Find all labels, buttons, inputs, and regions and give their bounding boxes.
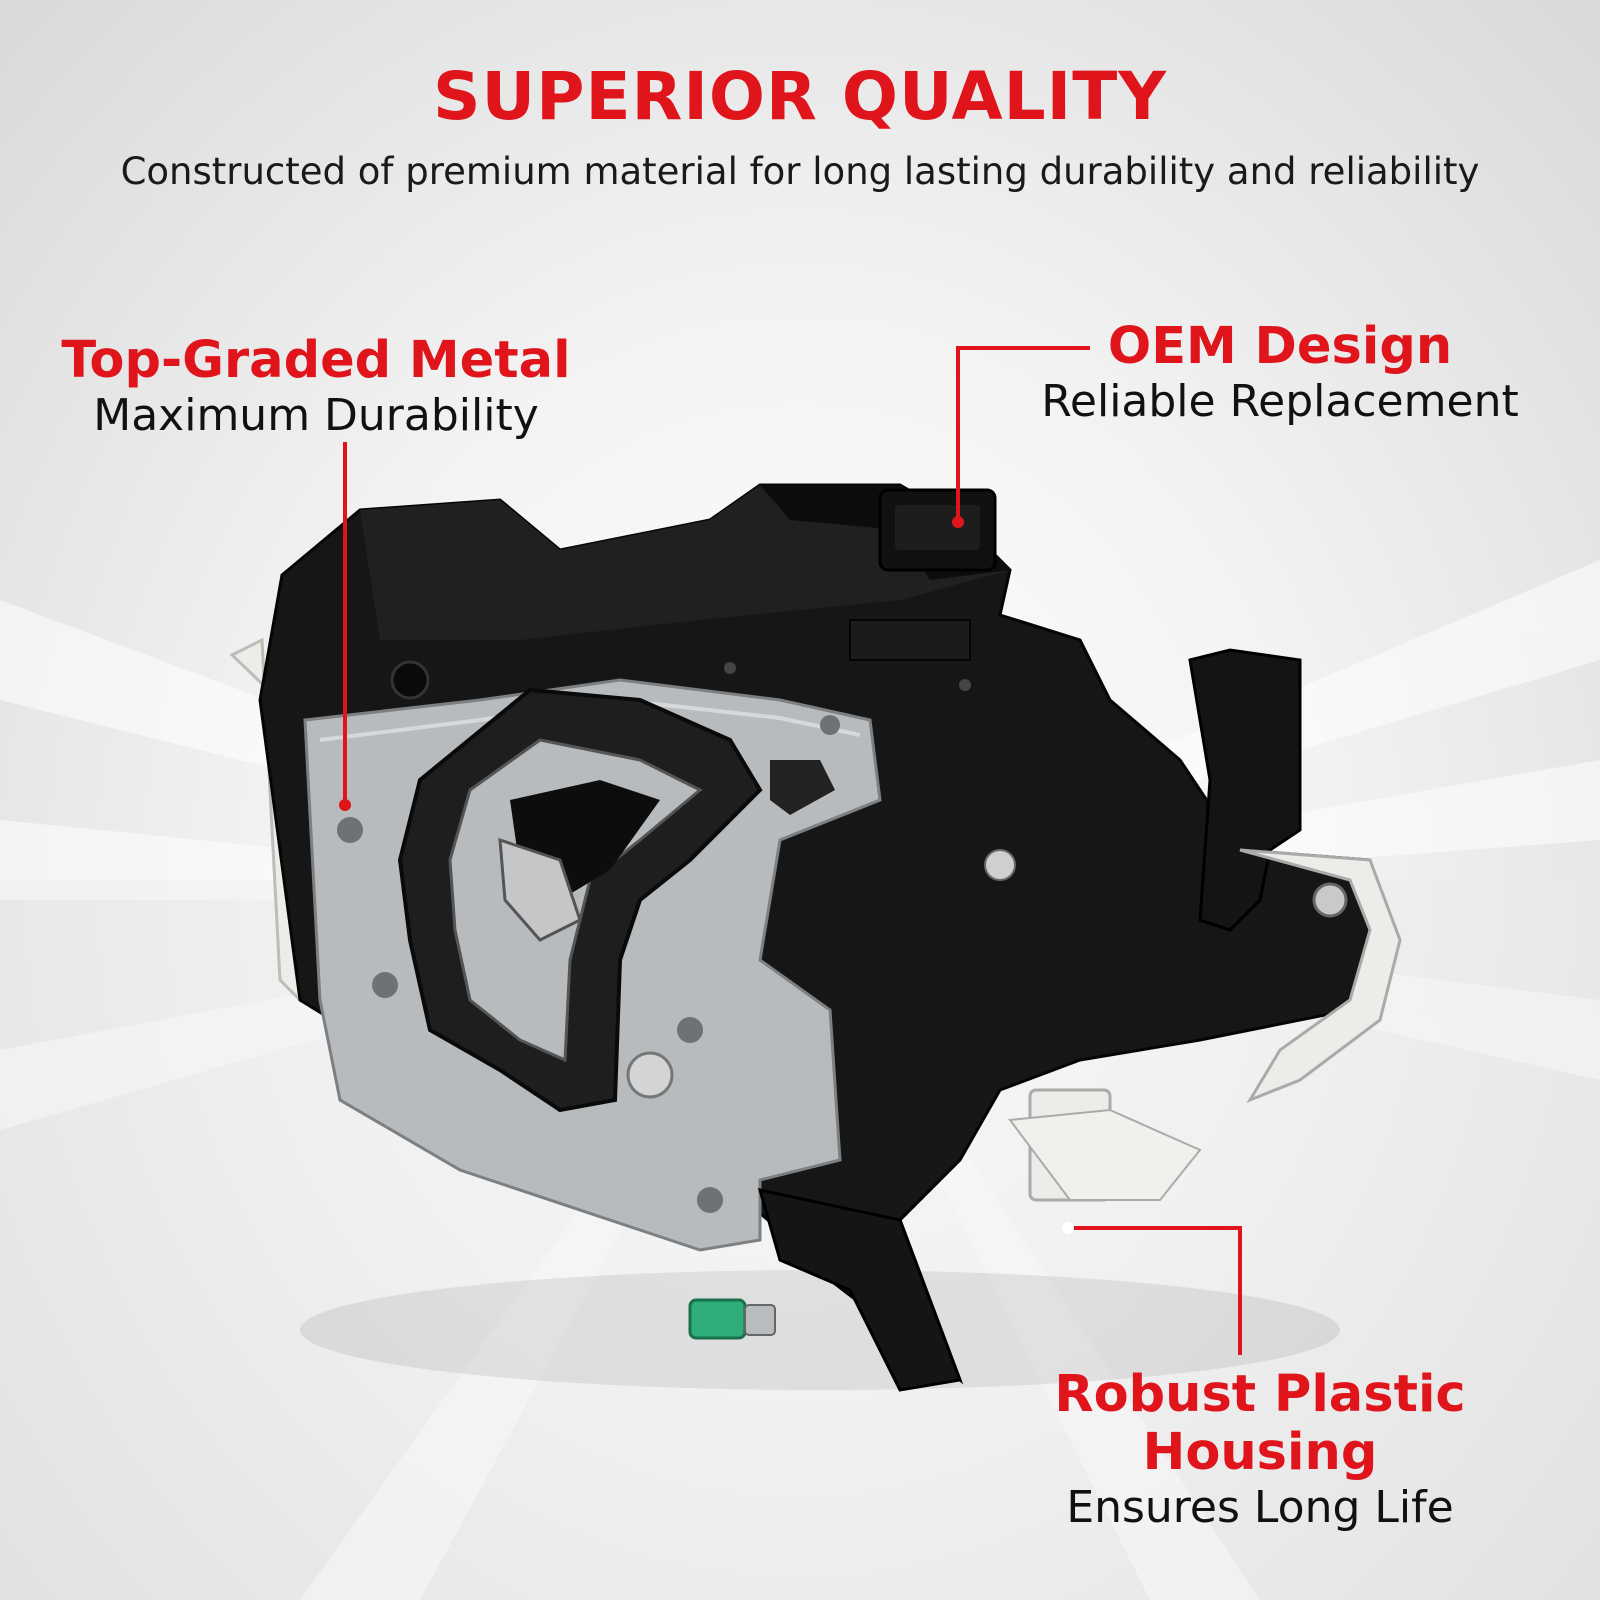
callout-plastic-desc: Ensures Long Life <box>1066 1482 1454 1533</box>
callout-oem-title: OEM Design <box>1107 317 1453 376</box>
callout-oem-desc: Reliable Replacement <box>1041 376 1519 427</box>
callout-metal-title: Top-Graded Metal <box>61 331 571 390</box>
callout-plastic-title-line1: Robust Plastic <box>1054 1365 1466 1424</box>
callout-robust-plastic-housing: Robust Plastic Housing Ensures Long Life <box>1030 1366 1490 1534</box>
callout-oem-design: OEM Design Reliable Replacement <box>1010 318 1550 428</box>
callout-metal-desc: Maximum Durability <box>93 390 539 441</box>
page-title: SUPERIOR QUALITY <box>432 58 1168 135</box>
callout-plastic-title-line2: Housing <box>1142 1423 1378 1482</box>
page-subtitle: Constructed of premium material for long… <box>120 150 1480 193</box>
callout-top-graded-metal: Top-Graded Metal Maximum Durability <box>56 332 576 442</box>
